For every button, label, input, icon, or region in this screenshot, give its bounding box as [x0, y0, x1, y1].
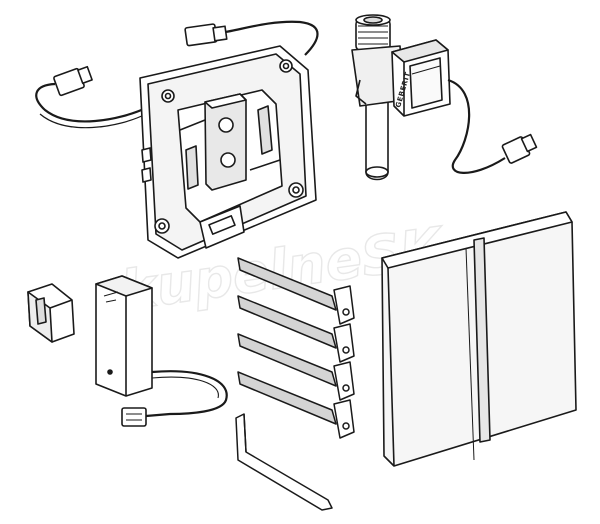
hex-key	[235, 413, 333, 511]
screw-3	[237, 333, 355, 401]
solenoid-valve-unit	[351, 14, 538, 181]
mounting-frame	[35, 20, 319, 259]
right-connector	[501, 133, 538, 164]
cable-clip	[27, 283, 75, 343]
screw-1	[237, 257, 355, 325]
screw-2	[237, 295, 355, 363]
screw-4	[237, 371, 355, 439]
battery-box	[95, 275, 228, 427]
cover-plate	[381, 211, 577, 467]
mounting-screws	[237, 257, 355, 439]
top-connector	[184, 23, 228, 47]
battery-connector	[121, 407, 147, 427]
left-connector	[53, 65, 93, 97]
